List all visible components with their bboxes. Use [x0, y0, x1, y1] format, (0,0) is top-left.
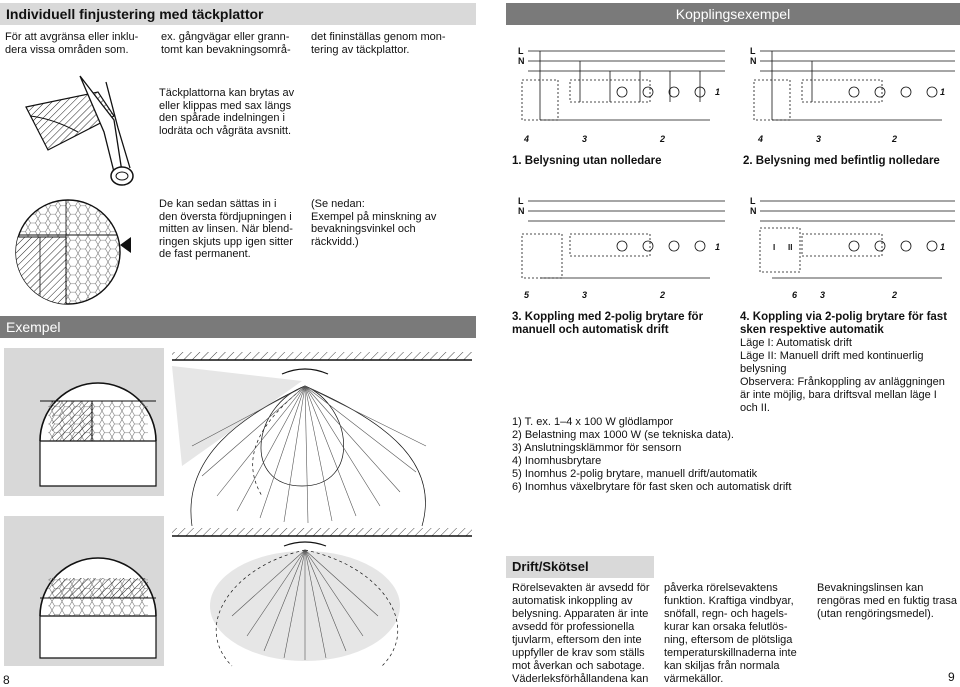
lens-cover-plate-illustration	[15, 199, 131, 305]
diagram3-num-one: 1	[715, 242, 720, 252]
page-number-right: 9	[948, 670, 955, 684]
diagram3-caption: 3. Koppling med 2-polig brytare för manu…	[512, 311, 704, 336]
footnote-list: 1) T. ex. 1–4 x 100 W glödlampor 2) Bela…	[512, 416, 952, 494]
diagram1-num-one: 1	[715, 87, 720, 97]
diagram3-label-l: L	[518, 196, 524, 206]
footnote-item: 1) T. ex. 1–4 x 100 W glödlampor	[512, 416, 674, 428]
diagram1-label-n: N	[518, 56, 525, 66]
page-number-left: 8	[3, 673, 10, 687]
diagram4-caption: 4. Koppling via 2-polig brytare för fast…	[740, 311, 948, 336]
diagram3-num-c: 2	[659, 290, 665, 300]
scissors-cutting-illustration	[25, 75, 134, 186]
diagram4-num-b: 3	[820, 290, 825, 300]
diagram1-caption: 1. Belysning utan nolledare	[512, 155, 662, 167]
footnote-item: 5) Inomhus 2-polig brytare, manuell drif…	[512, 468, 758, 480]
coverage-examples-illustration	[4, 348, 472, 667]
diagram1-label-l: L	[518, 46, 524, 56]
diagram2-num-one: 1	[940, 87, 945, 97]
diagram3-num-b: 3	[582, 290, 587, 300]
diagram4-pos-ii: II	[788, 243, 792, 252]
intro-col1: För att avgränsa eller inklu- dera vissa…	[5, 31, 139, 56]
intro-col3: det fininställas genom mon- tering av tä…	[311, 31, 446, 56]
footnote-item: 6) Inomhus växelbrytare för fast sken oc…	[512, 481, 792, 493]
diagram1-num-a: 4	[523, 134, 529, 144]
left-section-header: Individuell finjustering med täckplattor	[0, 3, 476, 25]
diagram4-label-l: L	[750, 196, 756, 206]
diagram2-label-n: N	[750, 56, 757, 66]
care-col1: Rörelsevakten är avsedd för automatisk i…	[512, 582, 650, 685]
diagram4-pos-i: I	[773, 243, 775, 252]
footnote-item: 2) Belastning max 1000 W (se tekniska da…	[512, 429, 734, 441]
see-below-note: (Se nedan: Exempel på minskning av bevak…	[311, 198, 437, 248]
care-col2: påverka rörelsevaktens funktion. Kraftig…	[664, 582, 797, 685]
diagram4-num-one: 1	[940, 242, 945, 252]
diagram4-num-c: 2	[891, 290, 897, 300]
insert-instructions: De kan sedan sättas in i den översta för…	[159, 198, 293, 260]
diagram2-label-l: L	[750, 46, 756, 56]
diagram2-num-c: 2	[891, 134, 897, 144]
diagram2-num-a: 4	[757, 134, 763, 144]
diagram1-num-c: 2	[659, 134, 665, 144]
cut-instructions: Täckplattorna kan brytas av eller klippa…	[159, 87, 295, 137]
diagram3-num-a: 5	[524, 290, 530, 300]
footnote-item: 4) Inomhusbrytare	[512, 455, 602, 467]
diagram4-num-a: 6	[792, 290, 798, 300]
diagram4-notes: Läge I: Automatisk drift Läge II: Manuel…	[740, 337, 945, 414]
diagram2-caption: 2. Belysning med befintlig nolledare	[743, 155, 940, 167]
diagram1-num-b: 3	[582, 134, 587, 144]
diagram3-label-n: N	[518, 206, 525, 216]
care-header: Drift/Skötsel	[506, 556, 654, 578]
diagram2-num-b: 3	[816, 134, 821, 144]
diagram4-label-n: N	[750, 206, 757, 216]
footnote-item: 3) Anslutningsklämmor för sensorn	[512, 442, 682, 454]
care-col3: Bevakningslinsen kan rengöras med en fuk…	[817, 582, 958, 620]
example-header: Exempel	[0, 316, 476, 338]
intro-col2: ex. gångvägar eller grann- tomt kan beva…	[161, 31, 291, 56]
right-section-header: Kopplingsexempel	[506, 3, 960, 25]
wiring-diagrams: L N 4 3 2 1 L N 4 3 2 1 L N 5 3 2 1 L N …	[518, 46, 955, 300]
